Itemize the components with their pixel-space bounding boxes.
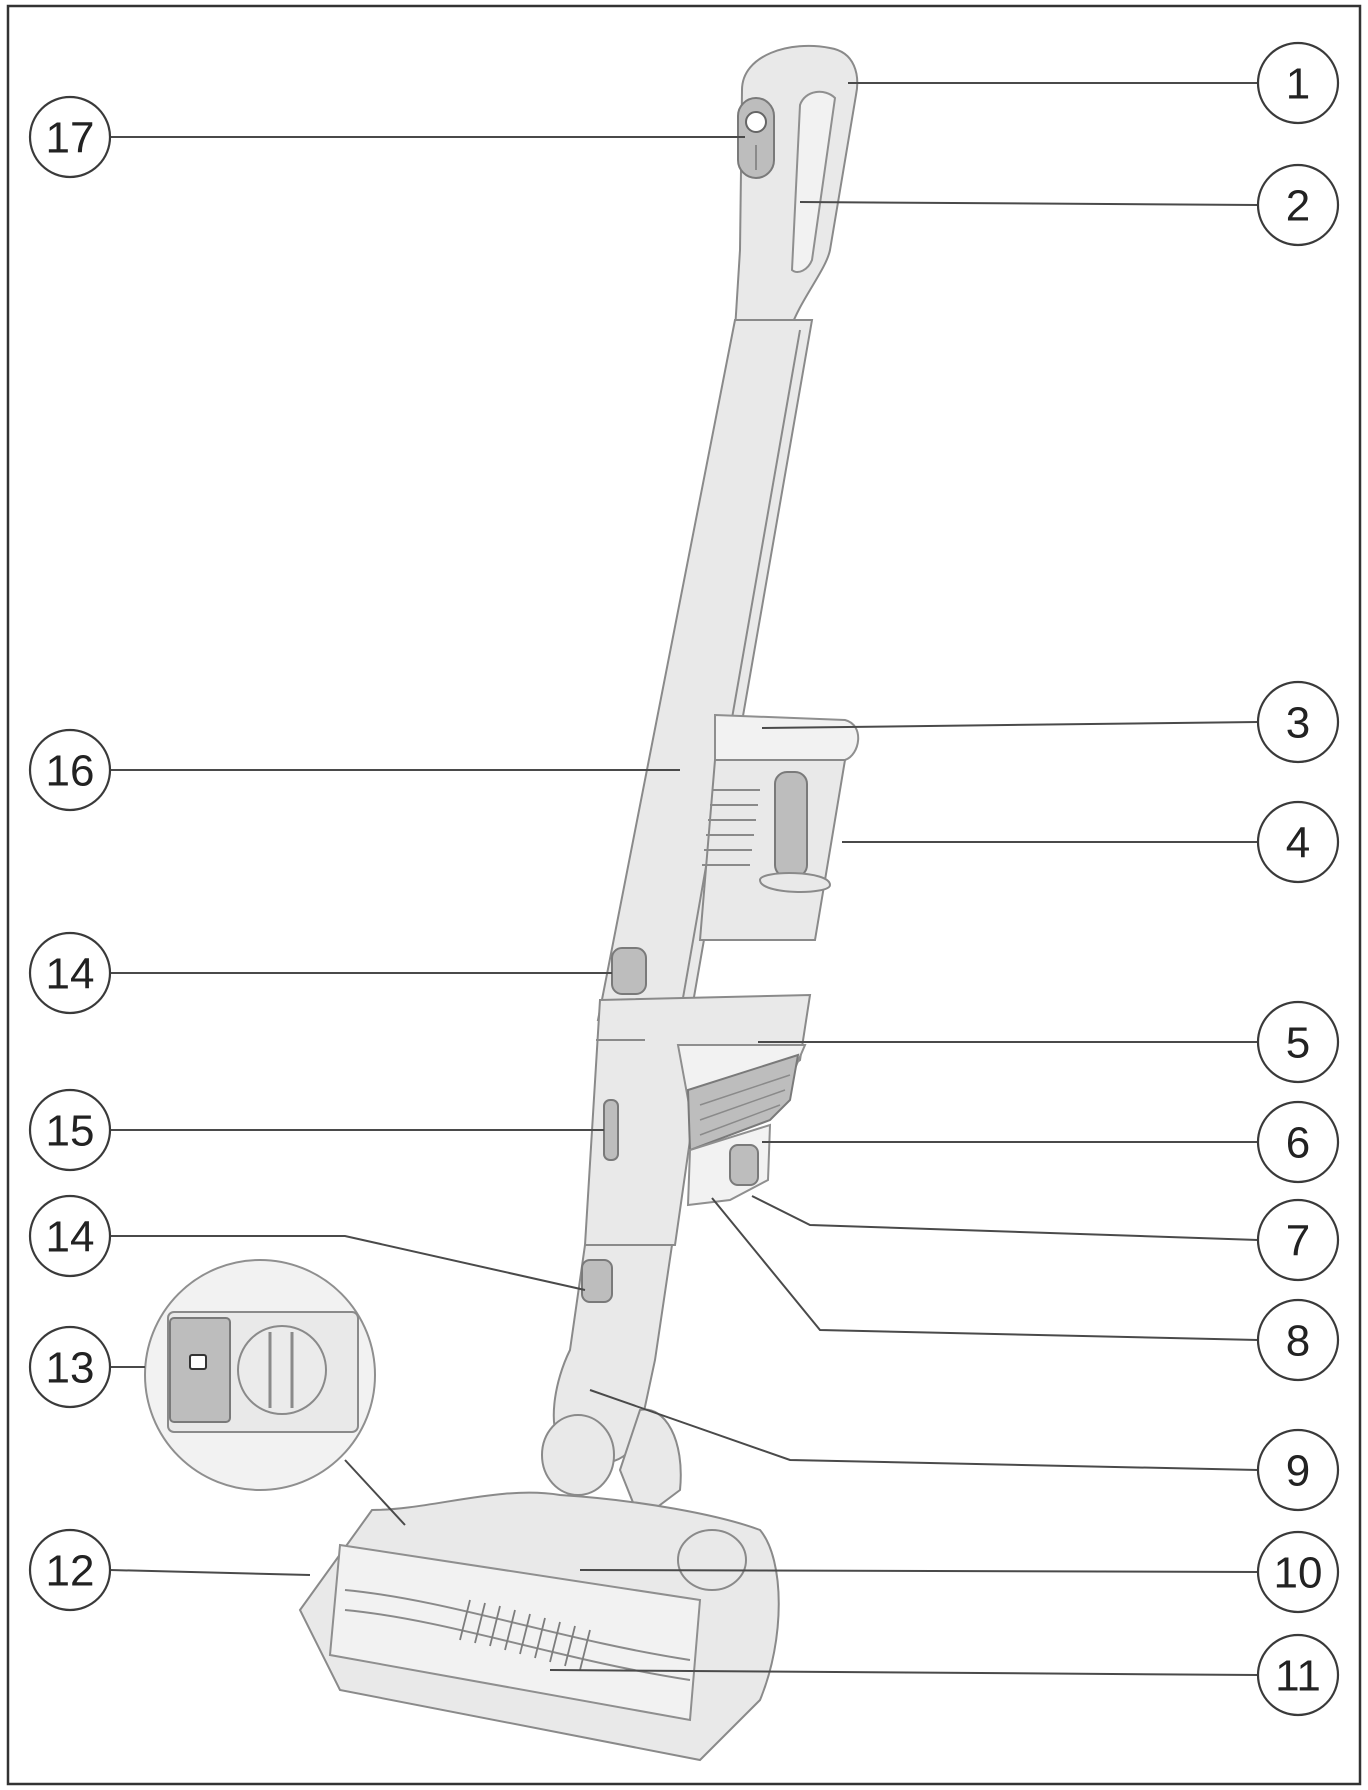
- filter-ribs: [702, 789, 760, 866]
- callout-number: 9: [1286, 1447, 1310, 1496]
- leader-line-8: [711, 1197, 1259, 1341]
- callout-14: 14: [28, 1194, 112, 1278]
- callout-circle: [1256, 163, 1340, 247]
- leader-line-12: [109, 1569, 311, 1576]
- release-button-upper: [611, 947, 647, 995]
- callout-number: 12: [46, 1547, 95, 1596]
- leader-line-2: [799, 201, 1259, 206]
- callout-circle: [1256, 41, 1340, 125]
- leader-line-7: [751, 1195, 1259, 1241]
- leader-line-14: [110, 1235, 586, 1291]
- exhaust-vent: [686, 1053, 800, 1152]
- callout-number: 3: [1286, 699, 1310, 748]
- callout-number: 1: [1286, 60, 1310, 109]
- callout-number: 5: [1286, 1019, 1310, 1068]
- handle-grip: [790, 90, 837, 273]
- callout-number: 14: [46, 1213, 95, 1262]
- charge-indicator: [603, 1099, 619, 1161]
- callout-circle: [1256, 680, 1340, 764]
- callout-circle: [1256, 1633, 1340, 1717]
- callout-number: 8: [1286, 1317, 1310, 1366]
- battery-release-button: [729, 1144, 759, 1186]
- callout-circle: [28, 1088, 112, 1172]
- floorhead-wheel: [677, 1529, 747, 1591]
- callout-number: 10: [1274, 1549, 1323, 1598]
- callout-15: 15: [28, 1088, 112, 1172]
- lock-dial: [237, 1325, 327, 1415]
- callout-11: 11: [1256, 1633, 1340, 1717]
- callout-number: 7: [1286, 1217, 1310, 1266]
- callout-12: 12: [28, 1528, 112, 1612]
- callout-3: 3: [1256, 680, 1340, 764]
- diagram-frame: [6, 4, 1362, 1786]
- release-button-lower: [581, 1259, 613, 1303]
- callout-number: 14: [46, 950, 95, 999]
- callout-5: 5: [1256, 1000, 1340, 1084]
- power-button-icon: [745, 111, 767, 133]
- callout-number: 15: [46, 1107, 95, 1156]
- callout-number: 4: [1286, 819, 1310, 868]
- filter: [774, 771, 808, 878]
- callout-circle: [28, 1325, 112, 1409]
- callout-circle: [1256, 800, 1340, 884]
- leader-line-3: [761, 721, 1259, 729]
- callout-number: 6: [1286, 1119, 1310, 1168]
- leader-line-10: [579, 1569, 1259, 1573]
- callout-13: 13: [28, 1325, 112, 1409]
- callout-4: 4: [1256, 800, 1340, 884]
- callout-number: 11: [1275, 1652, 1321, 1701]
- callout-circle: [28, 728, 112, 812]
- callout-number: 2: [1286, 182, 1310, 231]
- callout-circle: [28, 931, 112, 1015]
- callout-circle: [1256, 1530, 1340, 1614]
- callout-circle: [28, 1194, 112, 1278]
- callout-number: 16: [46, 747, 95, 796]
- callout-10: 10: [1256, 1530, 1340, 1614]
- callout-1: 1: [1256, 41, 1340, 125]
- vacuum-illustration: [144, 44, 860, 1762]
- padlock-icon: [189, 1354, 207, 1370]
- leader-lines: [109, 82, 1259, 1676]
- callout-number: 13: [46, 1344, 95, 1393]
- leader-line-11: [549, 1669, 1259, 1676]
- callout-circle: [1256, 1100, 1340, 1184]
- callout-circle: [1256, 1298, 1340, 1382]
- floorhead-window: [328, 1543, 702, 1722]
- callout-circle: [1256, 1000, 1340, 1084]
- callout-16: 16: [28, 728, 112, 812]
- callout-circle: [28, 95, 112, 179]
- callout-circle: [1256, 1198, 1340, 1282]
- callout-circle: [1256, 1428, 1340, 1512]
- callout-2: 2: [1256, 163, 1340, 247]
- leader-line-9: [589, 1389, 1259, 1471]
- swivel-joint: [541, 1414, 615, 1496]
- callout-number: 17: [46, 114, 95, 163]
- callout-17: 17: [28, 95, 112, 179]
- callout-8: 8: [1256, 1298, 1340, 1382]
- callout-circle: [28, 1528, 112, 1612]
- dust-bin-cover: [714, 713, 860, 761]
- callout-9: 9: [1256, 1428, 1340, 1512]
- callout-6: 6: [1256, 1100, 1340, 1184]
- callout-7: 7: [1256, 1198, 1340, 1282]
- callout-14: 14: [28, 931, 112, 1015]
